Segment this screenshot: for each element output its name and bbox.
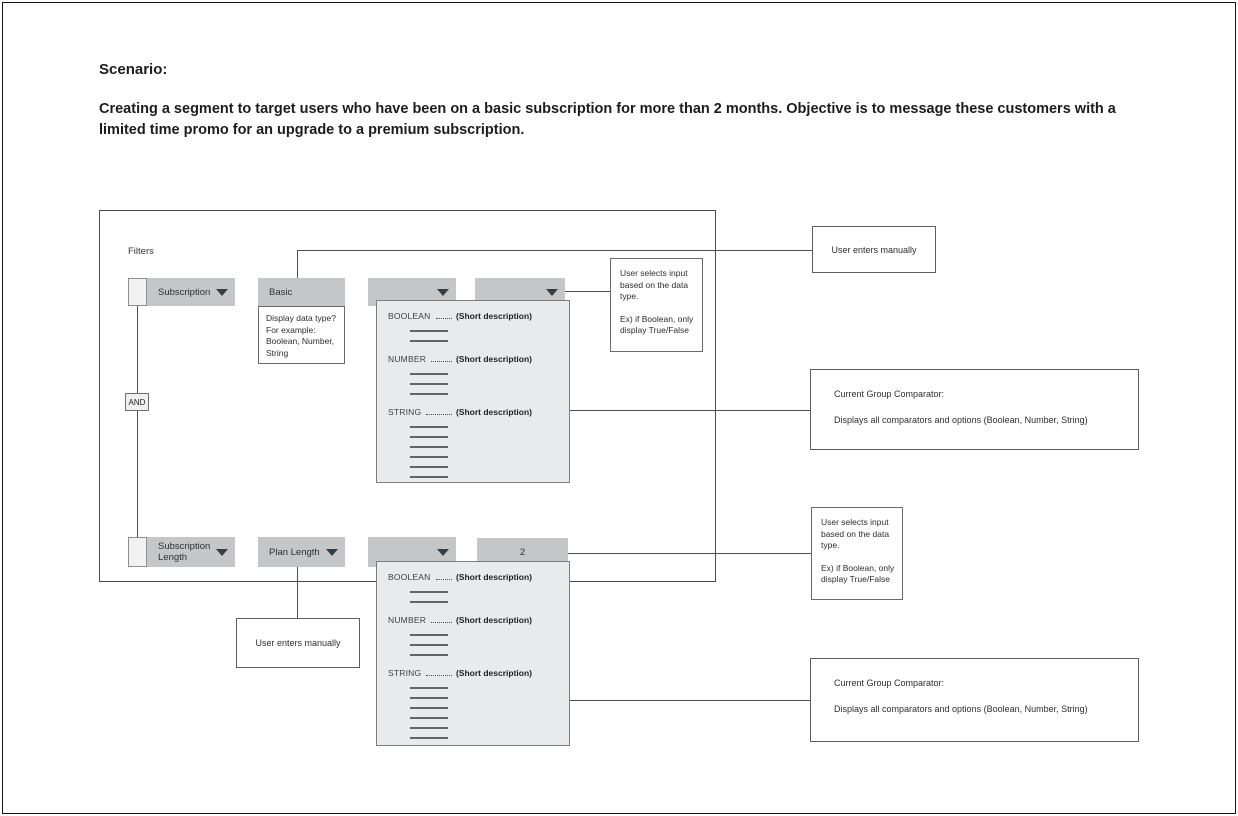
callout-title: Current Group Comparator: (834, 389, 945, 399)
note-text: Display data type? For example: Boolean,… (266, 313, 336, 358)
row1-attribute-dropdown[interactable]: Subscription (147, 278, 235, 306)
callout-body: Displays all comparators and options (Bo… (834, 704, 1088, 714)
comparator-menu-row1: BOOLEAN (Short description) NUMBER (Short d… (376, 300, 570, 483)
dotted-leader (426, 414, 452, 415)
menu-item-boolean[interactable]: BOOLEAN (Short description) (388, 310, 559, 342)
comparator-menu-row2: BOOLEAN (Short description) NUMBER (Short d… (376, 561, 570, 746)
dropdown-label: Subscription (158, 286, 211, 298)
and-connector[interactable]: AND (125, 393, 149, 411)
menu-item-boolean[interactable]: BOOLEAN (Short description) (388, 571, 559, 603)
row1-checkbox[interactable] (128, 278, 147, 306)
placeholder-line (410, 426, 448, 428)
connector-top-horizontal (297, 250, 812, 251)
input-value: 2 (519, 546, 526, 558)
placeholder-line (410, 634, 448, 636)
callout-current-group-comparator-1: Current Group Comparator: Displays all c… (810, 369, 1139, 450)
placeholder-line (410, 393, 448, 395)
menu-item-label: NUMBER (388, 354, 427, 364)
and-label: AND (128, 397, 146, 407)
chevron-down-icon (546, 289, 558, 296)
menu-item-number[interactable]: NUMBER (Short description) (388, 614, 559, 656)
connector-row1-input-note (565, 291, 610, 292)
placeholder-line (410, 727, 448, 729)
placeholder-line (410, 330, 448, 332)
placeholder-line (410, 456, 448, 458)
dotted-leader (435, 579, 452, 580)
row2-attribute-dropdown[interactable]: Subscription Length (147, 537, 235, 567)
placeholder-line (410, 466, 448, 468)
note-user-selects-input-row2: User selects input based on the data typ… (811, 507, 903, 600)
placeholder-line (410, 436, 448, 438)
dotted-leader (431, 622, 452, 623)
placeholder-line (410, 654, 448, 656)
menu-item-label: BOOLEAN (388, 311, 431, 321)
callout-current-group-comparator-2: Current Group Comparator: Displays all c… (810, 658, 1139, 742)
connector-basic-up (297, 250, 298, 278)
connector-row2-input-note (568, 553, 811, 554)
menu-item-description: (Short description) (455, 668, 532, 678)
dotted-leader (435, 318, 452, 319)
scenario-heading: Scenario: (99, 61, 168, 78)
connector-menu2-comparator (570, 700, 810, 701)
dropdown-label: Basic (269, 286, 293, 298)
placeholder-line (410, 707, 448, 709)
dropdown-label: Subscription Length (158, 541, 211, 563)
menu-item-label: NUMBER (388, 615, 427, 625)
placeholder-line (410, 737, 448, 739)
callout-user-enters-manually-top: User enters manually (812, 226, 936, 273)
menu-item-label: STRING (388, 407, 422, 417)
note-text: User selects input based on the data typ… (620, 268, 689, 301)
menu-item-number[interactable]: NUMBER (Short description) (388, 353, 559, 395)
connector-and-checkbox2 (137, 411, 138, 537)
placeholder-line (410, 644, 448, 646)
chevron-down-icon (216, 289, 228, 296)
row2-value-dropdown[interactable]: Plan Length (258, 537, 345, 567)
row2-checkbox[interactable] (128, 537, 147, 567)
placeholder-line (410, 476, 448, 478)
placeholder-line (410, 601, 448, 603)
placeholder-line (410, 591, 448, 593)
row1-value-dropdown[interactable]: Basic (258, 278, 345, 306)
menu-item-label: STRING (388, 668, 422, 678)
scenario-description: Creating a segment to target users who h… (99, 101, 1116, 138)
callout-text: User enters manually (255, 638, 341, 648)
callout-user-enters-manually-bottom: User enters manually (236, 618, 360, 668)
menu-item-description: (Short description) (455, 572, 532, 582)
note-user-selects-input-row1: User selects input based on the data typ… (610, 258, 703, 352)
menu-item-description: (Short description) (455, 311, 532, 321)
dotted-leader (426, 675, 452, 676)
note-display-data-type: Display data type? For example: Boolean,… (258, 306, 345, 364)
placeholder-line (410, 687, 448, 689)
placeholder-line (410, 717, 448, 719)
note-text: Ex) if Boolean, only display True/False (620, 313, 694, 336)
menu-item-string[interactable]: STRING (Short description) (388, 667, 559, 739)
placeholder-line (410, 373, 448, 375)
chevron-down-icon (326, 549, 338, 556)
chevron-down-icon (216, 549, 228, 556)
callout-text: User enters manually (831, 244, 917, 255)
connector-checkbox1-and (137, 306, 138, 393)
note-text: Ex) if Boolean, only display True/False (821, 562, 895, 585)
note-text: User selects input based on the data typ… (821, 517, 890, 550)
menu-item-description: (Short description) (455, 615, 532, 625)
menu-item-description: (Short description) (455, 354, 532, 364)
dotted-leader (431, 361, 452, 362)
placeholder-line (410, 446, 448, 448)
chevron-down-icon (437, 289, 449, 296)
connector-planlength-down (297, 567, 298, 618)
callout-title: Current Group Comparator: (834, 678, 945, 688)
menu-item-label: BOOLEAN (388, 572, 431, 582)
dropdown-label: Plan Length (269, 546, 320, 558)
chevron-down-icon (437, 549, 449, 556)
placeholder-line (410, 383, 448, 385)
callout-body: Displays all comparators and options (Bo… (834, 415, 1088, 425)
placeholder-line (410, 340, 448, 342)
menu-item-description: (Short description) (455, 407, 532, 417)
menu-item-string[interactable]: STRING (Short description) (388, 406, 559, 478)
connector-menu1-comparator (570, 410, 810, 411)
filters-label: Filters (128, 246, 154, 257)
placeholder-line (410, 697, 448, 699)
